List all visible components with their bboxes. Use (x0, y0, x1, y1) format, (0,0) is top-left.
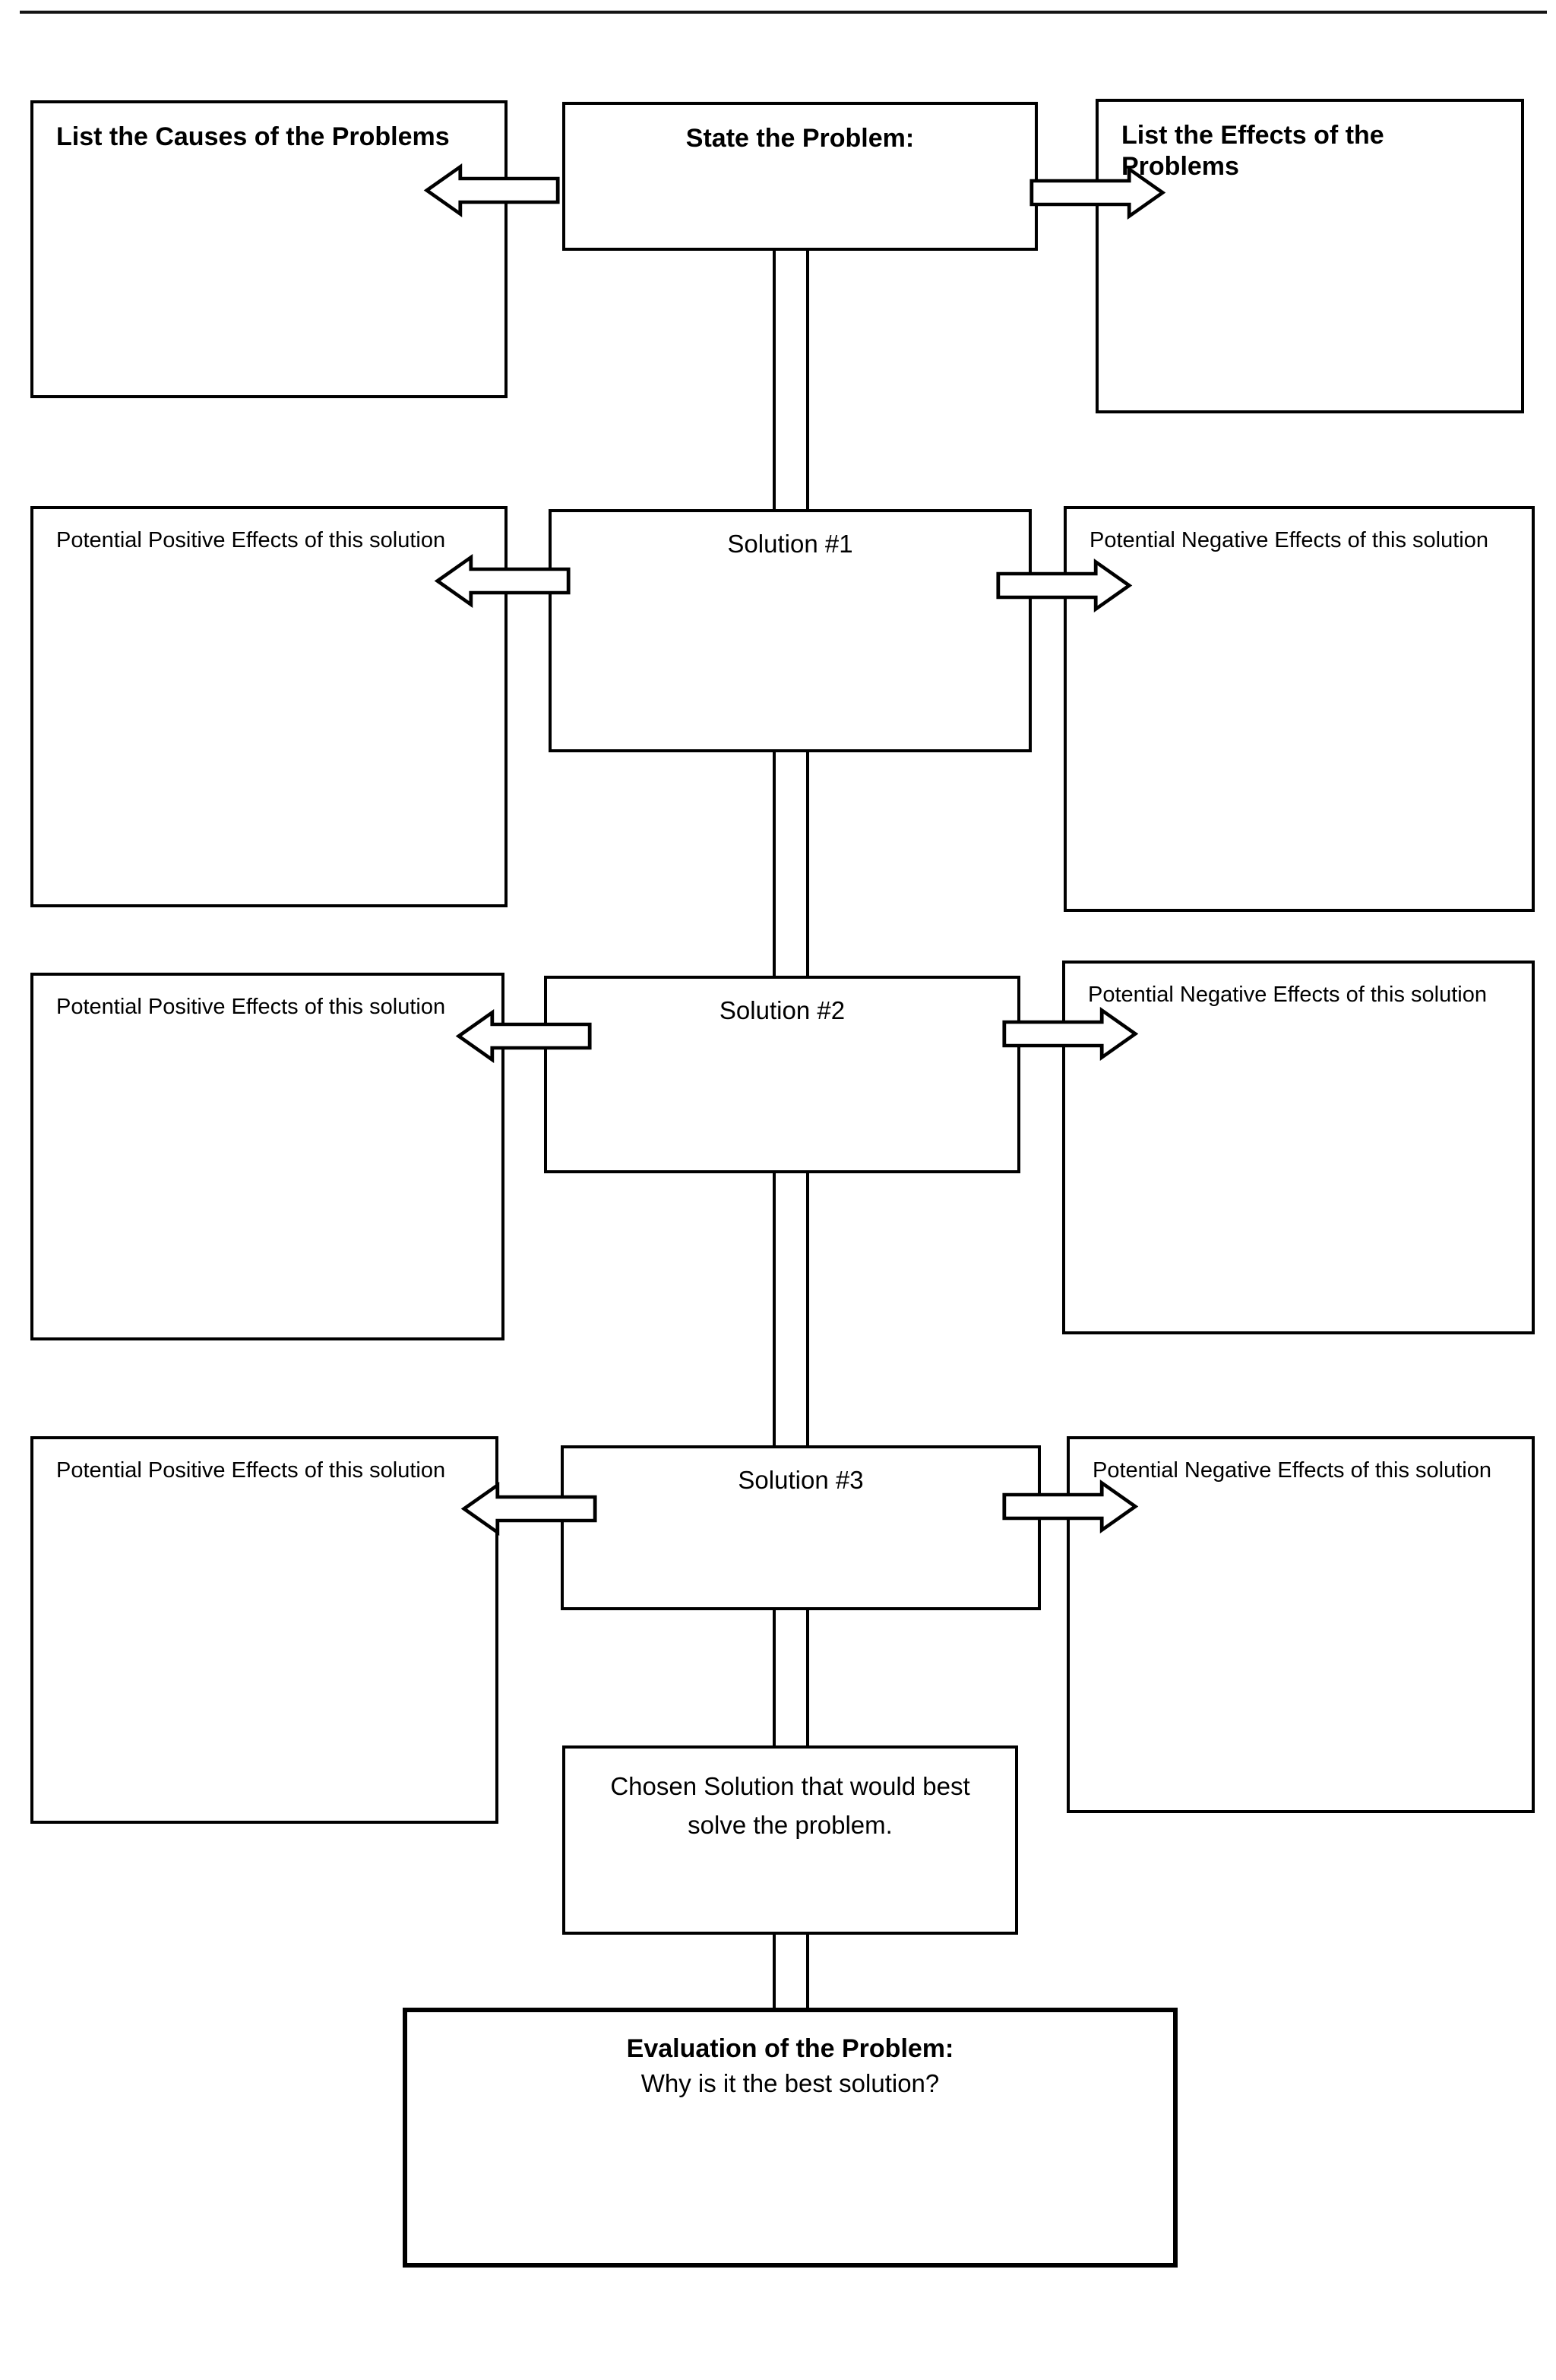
solution-2-box: Solution #2 (544, 976, 1020, 1173)
page-top-rule (20, 11, 1547, 14)
state-problem-title: State the Problem: (685, 124, 915, 153)
connector-solution1-to-solution2 (773, 752, 809, 976)
chosen-solution-line2: solve the problem. (688, 1811, 893, 1840)
right-arrow-icon (1002, 1479, 1139, 1534)
effects-title: List the Effects of the Problems (1121, 121, 1384, 181)
positive-effects-title-2: Potential Positive Effects of this solut… (56, 995, 446, 1019)
right-arrow-icon (1029, 165, 1166, 220)
evaluation-text: Evaluation of the Problem: Why is it the… (407, 2012, 1173, 2102)
chosen-solution-title: Chosen Solution that would best solve th… (565, 1749, 1015, 1844)
negative-effects-box-2: Potential Negative Effects of this solut… (1062, 961, 1535, 1334)
negative-effects-box-3: Potential Negative Effects of this solut… (1067, 1436, 1535, 1813)
right-arrow-icon (1002, 1006, 1139, 1062)
positive-effects-box-2: Potential Positive Effects of this solut… (30, 973, 504, 1340)
positive-effects-box-1: Potential Positive Effects of this solut… (30, 506, 508, 907)
causes-title: List the Causes of the Problems (56, 122, 450, 151)
negative-effects-title-2: Potential Negative Effects of this solut… (1088, 983, 1487, 1007)
left-arrow-icon (460, 1481, 597, 1537)
connector-chosen-to-evaluation (773, 1935, 809, 2008)
chosen-solution-line1: Chosen Solution that would best (610, 1772, 970, 1800)
connector-solution3-to-chosen (773, 1610, 809, 1745)
solution-2-title: Solution #2 (719, 996, 846, 1024)
solution-3-box: Solution #3 (561, 1445, 1041, 1610)
effects-box: List the Effects of the Problems (1096, 99, 1524, 413)
evaluation-subtitle: Why is it the best solution? (640, 2068, 940, 2097)
positive-effects-title-1: Potential Positive Effects of this solut… (56, 528, 446, 552)
positive-effects-box-3: Potential Positive Effects of this solut… (30, 1436, 498, 1824)
left-arrow-icon (423, 163, 560, 218)
negative-effects-title-1: Potential Negative Effects of this solut… (1090, 528, 1488, 552)
state-problem-box: State the Problem: (562, 102, 1038, 251)
right-arrow-icon (996, 558, 1133, 613)
connector-solution2-to-solution3 (773, 1173, 809, 1445)
solution-3-title: Solution #3 (738, 1466, 864, 1494)
causes-box: List the Causes of the Problems (30, 100, 508, 398)
evaluation-title: Evaluation of the Problem: (626, 2034, 954, 2063)
negative-effects-title-3: Potential Negative Effects of this solut… (1093, 1458, 1491, 1483)
left-arrow-icon (434, 553, 571, 609)
solution-1-box: Solution #1 (549, 509, 1032, 752)
negative-effects-box-1: Potential Negative Effects of this solut… (1064, 506, 1535, 912)
left-arrow-icon (455, 1008, 592, 1064)
positive-effects-title-3: Potential Positive Effects of this solut… (56, 1458, 446, 1483)
evaluation-box: Evaluation of the Problem: Why is it the… (403, 2008, 1178, 2268)
connector-problem-to-solution1 (773, 251, 809, 509)
solution-1-title: Solution #1 (727, 530, 853, 558)
chosen-solution-box: Chosen Solution that would best solve th… (562, 1745, 1018, 1935)
